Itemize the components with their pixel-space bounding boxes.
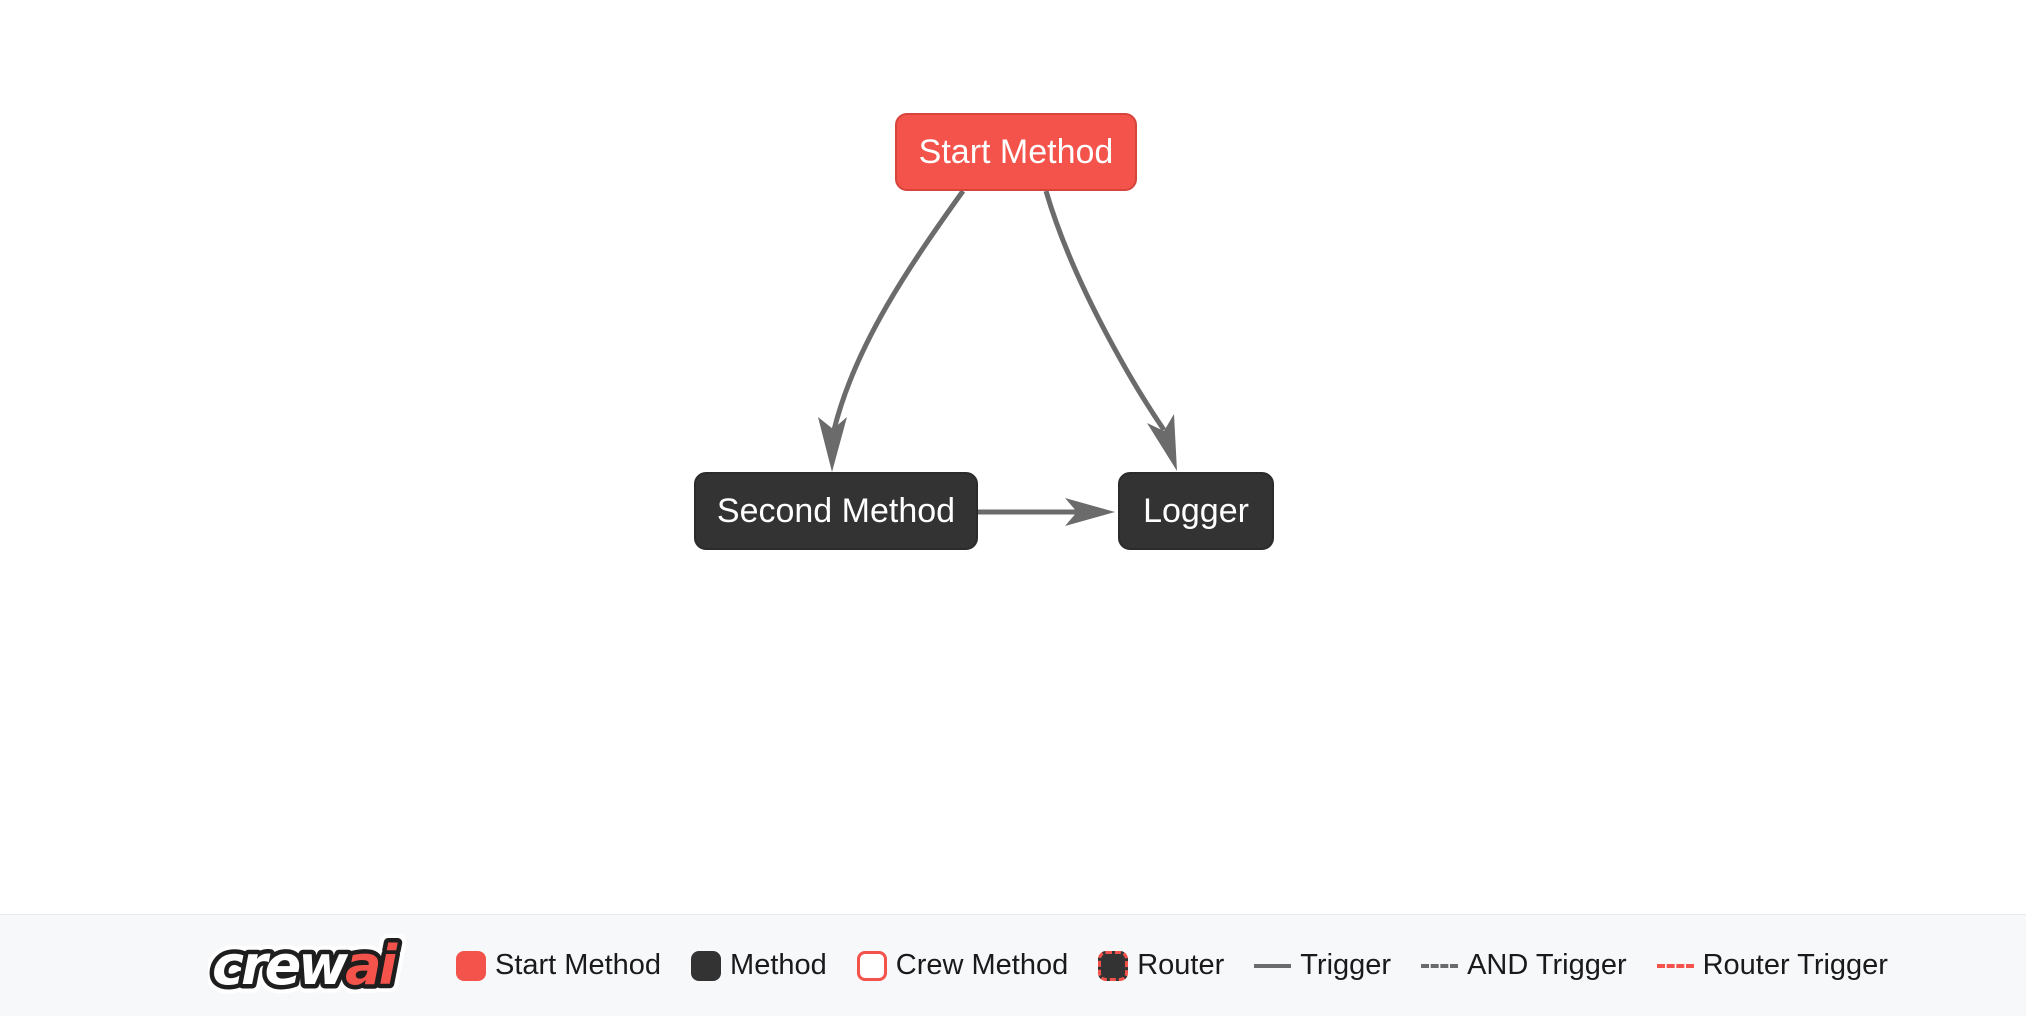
legend-label-start-method: Start Method — [495, 949, 662, 981]
crew-method-swatch-icon — [856, 950, 887, 981]
legend-label-and-trigger: AND Trigger — [1467, 949, 1627, 981]
node-second-method[interactable]: Second Method — [694, 472, 978, 550]
trigger-line-icon — [1254, 963, 1292, 968]
router-trigger-line-icon — [1656, 963, 1694, 968]
crewai-logo: crewai crewai crewai — [208, 927, 410, 1005]
legend-item-router: Router — [1098, 949, 1224, 982]
legend-item-crew-method: Crew Method — [856, 949, 1069, 982]
legend-item-trigger: Trigger — [1254, 949, 1391, 982]
legend-item-start-method: Start Method — [456, 949, 661, 982]
legend-label-trigger: Trigger — [1300, 949, 1392, 981]
legend-label-method: Method — [730, 949, 827, 981]
legend-item-and-trigger: AND Trigger — [1421, 949, 1627, 982]
router-swatch-icon — [1098, 950, 1129, 981]
svg-text:crewai: crewai — [212, 934, 399, 997]
legend-bar: crewai crewai crewai Start Method Method… — [0, 914, 2026, 1016]
start-method-swatch-icon — [456, 950, 486, 981]
edges-layer — [818, 189, 1177, 526]
method-swatch-icon — [691, 950, 722, 981]
edge-start-to-second — [831, 189, 966, 431]
arrowhead-second-to-logger — [1065, 498, 1115, 526]
legend-label-crew-method: Crew Method — [895, 949, 1069, 981]
legend-item-method: Method — [691, 949, 827, 982]
node-logger[interactable]: Logger — [1118, 472, 1274, 550]
arrowhead-start-to-second — [818, 417, 847, 472]
legend-item-router-trigger: Router Trigger — [1656, 949, 1888, 982]
edge-start-to-logger — [1043, 190, 1167, 432]
arrowhead-start-to-logger — [1147, 414, 1177, 471]
legend-label-router: Router — [1137, 949, 1225, 981]
node-start-method[interactable]: Start Method — [895, 113, 1137, 191]
and-trigger-line-icon — [1421, 963, 1459, 968]
legend-label-router-trigger: Router Trigger — [1702, 949, 1888, 981]
flow-canvas[interactable]: Start Method Second Method Logger — [0, 0, 2026, 914]
